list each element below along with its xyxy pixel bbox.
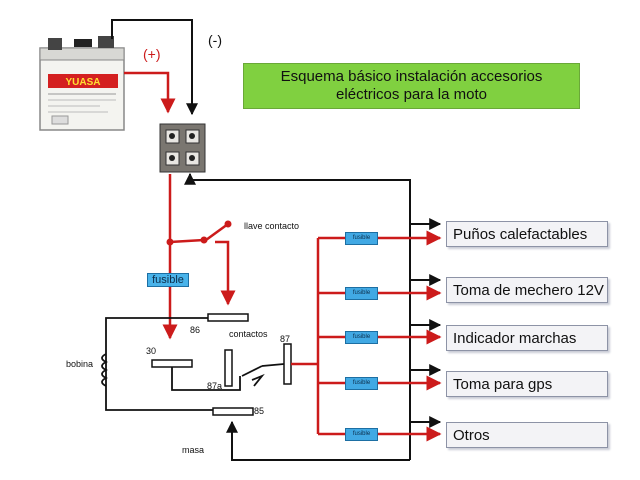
ignition-switch xyxy=(166,220,236,306)
branch-wires xyxy=(318,230,442,442)
negative-label: (-) xyxy=(208,32,222,48)
output-heated-grips: Puños calefactables xyxy=(446,221,608,247)
terminal-85-label: 85 xyxy=(254,406,265,416)
output-12v-socket: Toma de mechero 12V xyxy=(446,277,608,303)
contacts-label: contactos xyxy=(229,329,268,339)
output-gear-indicator: Indicador marchas xyxy=(446,325,608,351)
terminal-86-label: 86 xyxy=(190,325,201,335)
fuse-block xyxy=(159,123,206,173)
battery-negative-wire xyxy=(111,19,198,116)
output-others: Otros xyxy=(446,422,608,448)
title-line-2: eléctricos para la moto xyxy=(336,86,487,103)
fuse-2: fusible xyxy=(345,287,378,300)
fuse-5: fusible xyxy=(345,428,378,441)
ground-label: masa xyxy=(182,445,205,455)
ground-branches xyxy=(410,218,442,428)
fuse-4: fusible xyxy=(345,377,378,390)
fuse-1: fusible xyxy=(345,232,378,245)
battery-brand: YUASA xyxy=(65,77,100,88)
output-gps-socket: Toma para gps xyxy=(446,371,608,397)
ignition-label: llave contacto xyxy=(244,221,300,231)
terminal-87a-label: 87a xyxy=(207,381,223,391)
terminal-87-label: 87 xyxy=(280,334,291,344)
relay xyxy=(101,313,292,416)
terminal-30-label: 30 xyxy=(146,346,157,356)
coil-label: bobina xyxy=(66,359,94,369)
ground-return-wire xyxy=(184,172,411,460)
main-fuse: fusible xyxy=(147,273,189,287)
fuse-3: fusible xyxy=(345,331,378,344)
ground-wire xyxy=(226,420,410,461)
diagram-title: Esquema básico instalación accesorios el… xyxy=(243,63,580,109)
positive-label: (+) xyxy=(143,46,161,62)
battery: YUASA xyxy=(39,36,125,131)
title-line-1: Esquema básico instalación accesorios xyxy=(280,68,543,85)
battery-positive-wire xyxy=(124,71,176,114)
distribution-bus xyxy=(291,238,320,434)
